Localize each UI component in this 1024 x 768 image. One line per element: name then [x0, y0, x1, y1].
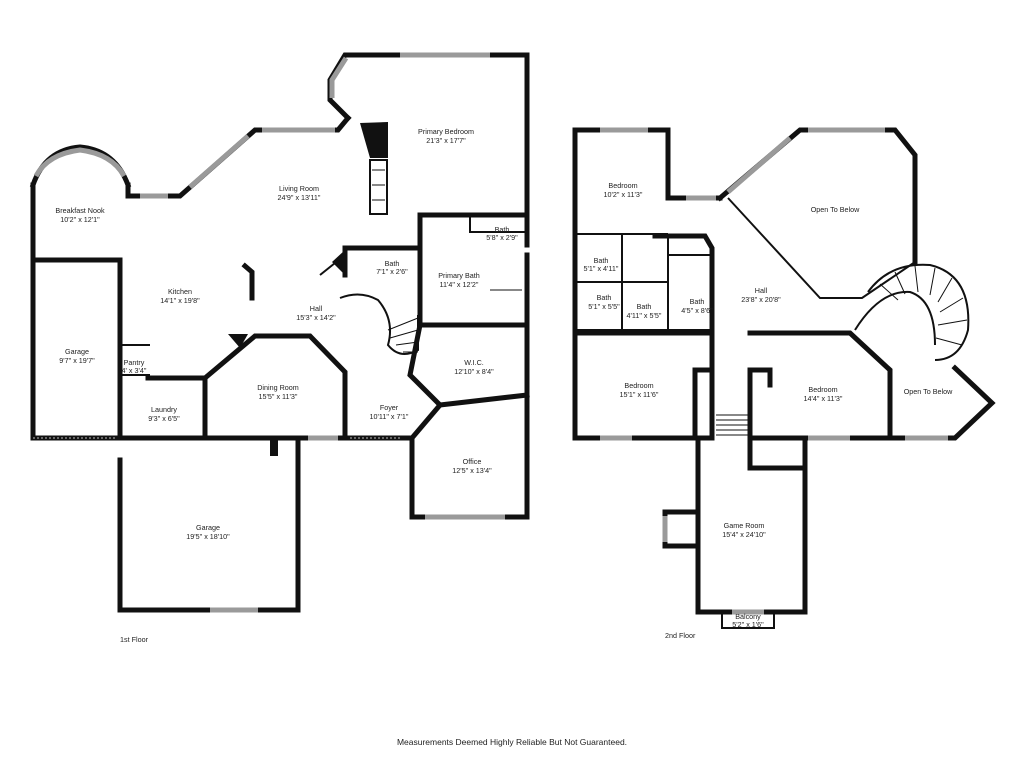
- second-floor-plan: [572, 127, 996, 629]
- room-size-hall-1: 15'3" x 14'2": [296, 313, 336, 322]
- open-to-below-top-wall: [716, 127, 918, 265]
- room-size-bath-hall: 7'1" x 2'6": [376, 267, 408, 276]
- bath-grid-walls: [575, 233, 712, 331]
- room-name-bath-b: Bath: [597, 293, 612, 302]
- large-garage-wall: [117, 435, 301, 613]
- room-name-breakfast-nook: Breakfast Nook: [55, 206, 105, 215]
- room-name-primary-bedroom: Primary Bedroom: [418, 127, 474, 136]
- stair-curve-2: [867, 263, 970, 361]
- room-name-garage-large: Garage: [196, 523, 220, 532]
- room-size-living-room: 24'9" x 13'11": [278, 193, 321, 202]
- room-size-breakfast-nook: 10'2" x 12'1": [60, 215, 100, 224]
- room-name-balcony: Balcony: [735, 612, 761, 621]
- breakfast-bay-windows: [33, 147, 127, 178]
- room-size-garage-large: 19'5" x 18'10": [186, 532, 230, 541]
- room-size-bath-d: 4'5" x 8'6": [681, 306, 713, 315]
- room-size-garage-small: 9'7" x 19'7": [59, 356, 95, 365]
- room-name-hall-1: Hall: [310, 304, 323, 313]
- room-name-bedroom-left: Bedroom: [624, 381, 653, 390]
- room-name-hall-2: Hall: [755, 286, 768, 295]
- room-size-bath-c: 4'11" x 5'5": [627, 311, 662, 320]
- stairs-down: [716, 414, 748, 436]
- room-size-primary-bedroom: 21'3" x 17'7": [426, 136, 466, 145]
- room-size-hall-2: 23'8" x 20'8": [741, 295, 781, 304]
- room-name-bath-c: Bath: [637, 302, 652, 311]
- pantry-walls: [120, 344, 150, 376]
- floor-label-2: 2nd Floor: [665, 631, 696, 640]
- room-name-wic: W.I.C.: [464, 358, 484, 367]
- room-size-primary-bath: 11'4" x 12'2": [440, 280, 479, 289]
- room-size-office: 12'5" x 13'4": [452, 466, 492, 475]
- room-size-bedroom-left: 15'1" x 11'6": [620, 390, 659, 399]
- room-name-primary-bath: Primary Bath: [438, 271, 480, 280]
- room-name-bath-small: Bath: [495, 225, 510, 234]
- room-name-kitchen: Kitchen: [168, 287, 192, 296]
- east-wall-1: [409, 252, 530, 520]
- stair-curve-1: [339, 293, 419, 355]
- room-name-dining-room: Dining Room: [257, 383, 299, 392]
- room-name-bedroom-top: Bedroom: [608, 181, 637, 190]
- first-floor-plan: [29, 52, 530, 613]
- room-size-bedroom-top: 10'2" x 11'3": [604, 190, 643, 199]
- room-name-game-room: Game Room: [724, 521, 765, 530]
- disclaimer: Measurements Deemed Highly Reliable But …: [397, 737, 627, 747]
- room-size-pantry: 4' x 3'4": [122, 366, 147, 375]
- room-size-bath-a: 5'1" x 4'11": [584, 264, 619, 273]
- room-name-open-below-top: Open To Below: [811, 205, 860, 214]
- room-size-foyer: 10'11" x 7'1": [370, 412, 409, 421]
- room-size-dining-room: 15'5" x 11'3": [259, 392, 298, 401]
- room-size-balcony: 5'2" x 1'6": [732, 620, 764, 629]
- open-to-below-right-wall: [887, 364, 996, 441]
- room-size-laundry: 9'3" x 6'5": [148, 414, 180, 423]
- room-size-bedroom-right: 14'4" x 11'3": [804, 394, 843, 403]
- room-size-bath-b: 5'1" x 5'5": [588, 302, 620, 311]
- room-labels: Breakfast Nook 10'2" x 12'1" Living Room…: [55, 127, 953, 629]
- room-size-game-room: 15'4" x 24'10": [722, 530, 766, 539]
- room-name-foyer: Foyer: [380, 403, 399, 412]
- wic-wall: [407, 322, 530, 408]
- room-name-bath-a: Bath: [594, 256, 609, 265]
- room-name-office: Office: [463, 457, 482, 466]
- room-name-open-below-right: Open To Below: [904, 387, 953, 396]
- fireplace: [360, 122, 388, 158]
- room-name-bath-hall: Bath: [385, 259, 400, 268]
- room-size-wic: 12'10" x 8'4": [454, 367, 494, 376]
- room-size-bath-small: 5'8" x 2'9": [486, 233, 518, 242]
- room-size-kitchen: 14'1" x 19'8": [160, 296, 200, 305]
- room-name-bedroom-right: Bedroom: [808, 385, 837, 394]
- floor-label-1: 1st Floor: [120, 635, 149, 644]
- room-name-garage-small: Garage: [65, 347, 89, 356]
- room-name-bath-d: Bath: [690, 297, 705, 306]
- bedroom-top-wall: [572, 127, 723, 201]
- west-wall-2: [572, 127, 715, 441]
- room-name-laundry: Laundry: [151, 405, 177, 414]
- room-name-living-room: Living Room: [279, 184, 319, 193]
- room-name-pantry: Pantry: [124, 358, 145, 367]
